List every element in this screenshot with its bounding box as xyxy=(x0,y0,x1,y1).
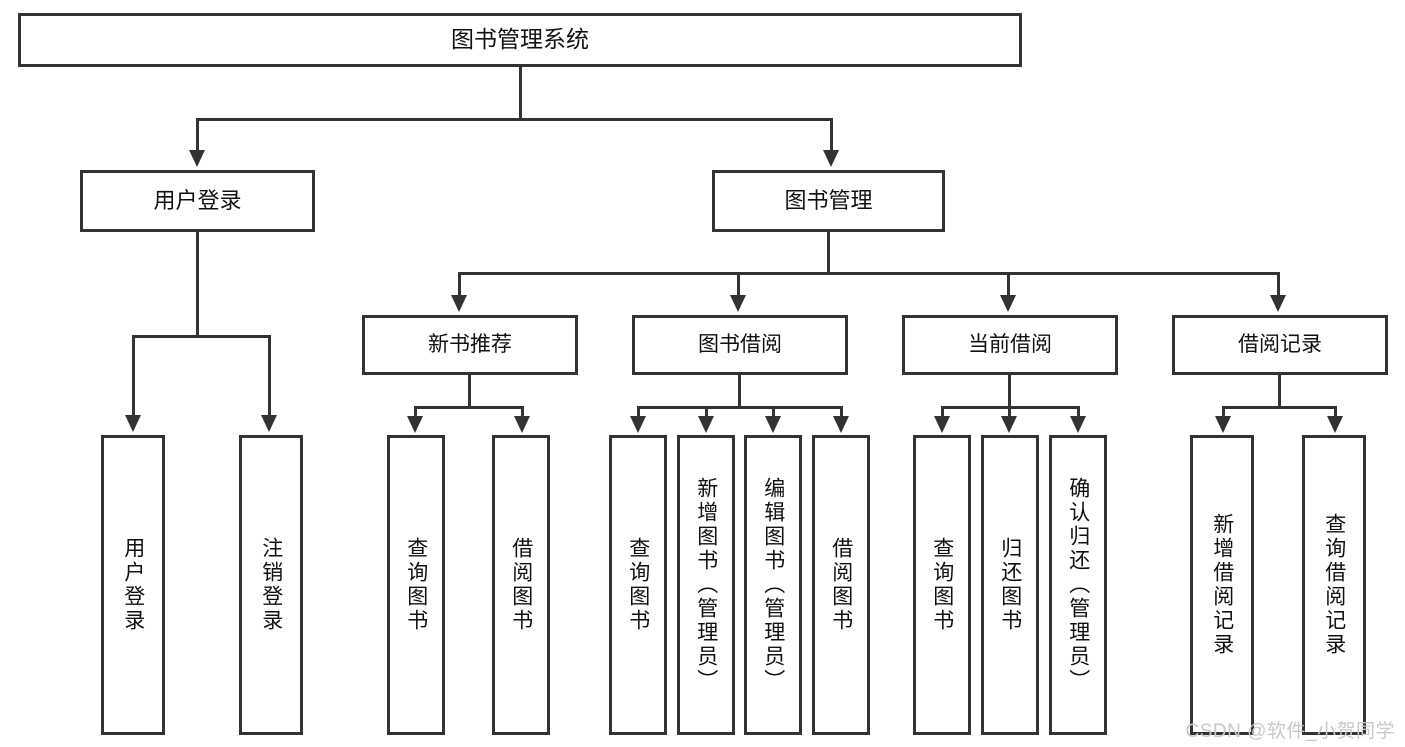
arrow-icon-current-borrow-to-return xyxy=(1001,416,1017,433)
leaf-query-borrow-record-label: 查询借阅记录 xyxy=(1322,513,1346,657)
arrow-icon-root-to-book-manage xyxy=(823,150,839,167)
arrow-icon-book-borrow-to-edit xyxy=(765,416,781,433)
connector-book-manage-to-new-book-rec xyxy=(458,272,461,298)
leaf-query-book-current-label: 查询图书 xyxy=(930,537,954,633)
node-book-management[interactable]: 图书管理 xyxy=(712,170,945,232)
leaf-query-borrow-record[interactable]: 查询借阅记录 xyxy=(1302,435,1366,735)
leaf-return-book-label: 归还图书 xyxy=(998,537,1022,633)
connector-root-to-user-login xyxy=(196,118,199,153)
connector-user-login-to-leaf-logout xyxy=(268,335,271,418)
connector-book-borrow-to-edit xyxy=(772,406,775,420)
connector-new-book-rec-to-query xyxy=(414,406,417,420)
connector-root-stem xyxy=(519,67,522,118)
arrow-icon-root-to-user-login xyxy=(189,150,205,167)
node-new-book-recommendation[interactable]: 新书推荐 xyxy=(362,315,578,375)
arrow-icon-book-manage-to-book-borrow xyxy=(730,295,746,312)
node-user-login[interactable]: 用户登录 xyxy=(80,170,315,232)
connector-current-borrow-to-query xyxy=(941,406,944,420)
leaf-user-logout-label: 注销登录 xyxy=(259,537,283,633)
connector-user-login-stem xyxy=(196,232,199,335)
connector-book-manage-to-borrow-record xyxy=(1277,272,1280,298)
arrow-icon-current-borrow-to-confirm xyxy=(1070,416,1086,433)
connector-user-login-bar xyxy=(132,335,271,338)
connector-borrow-record-to-query xyxy=(1334,406,1337,420)
arrow-icon-new-book-rec-to-borrow xyxy=(514,416,530,433)
connector-new-book-rec-stem xyxy=(468,375,471,408)
arrow-icon-borrow-record-to-add xyxy=(1215,416,1231,433)
connector-user-login-to-leaf-login xyxy=(132,335,135,418)
arrow-icon-book-borrow-to-borrow xyxy=(833,416,849,433)
arrow-icon-book-borrow-to-add xyxy=(698,416,714,433)
connector-book-borrow-stem xyxy=(738,375,741,408)
leaf-query-book-new-rec[interactable]: 查询图书 xyxy=(387,435,445,735)
node-current-borrowing[interactable]: 当前借阅 xyxy=(902,315,1118,375)
arrow-icon-user-login-to-leaf-login xyxy=(125,415,141,432)
leaf-confirm-return-admin[interactable]: 确认归还（管理员） xyxy=(1049,435,1107,735)
connector-book-manage-to-book-borrow xyxy=(737,272,740,298)
arrow-icon-book-borrow-to-query xyxy=(630,416,646,433)
leaf-query-book-current[interactable]: 查询图书 xyxy=(913,435,971,735)
leaf-query-book-borrow-label: 查询图书 xyxy=(626,537,650,633)
leaf-borrow-book-borrow[interactable]: 借阅图书 xyxy=(812,435,870,735)
leaf-add-book-admin-label: 新增图书（管理员） xyxy=(694,477,718,693)
connector-root-to-book-manage xyxy=(830,118,833,153)
connector-new-book-rec-bar xyxy=(414,406,524,409)
arrow-icon-current-borrow-to-query xyxy=(934,416,950,433)
connector-borrow-record-stem xyxy=(1278,375,1281,408)
leaf-borrow-book-borrow-label: 借阅图书 xyxy=(829,537,853,633)
leaf-borrow-book-new-rec[interactable]: 借阅图书 xyxy=(492,435,550,735)
connector-book-manage-to-current-borrow xyxy=(1007,272,1010,298)
connector-current-borrow-to-confirm xyxy=(1077,406,1080,420)
leaf-borrow-book-new-rec-label: 借阅图书 xyxy=(509,537,533,633)
leaf-user-logout[interactable]: 注销登录 xyxy=(239,435,303,735)
connector-borrow-record-bar xyxy=(1222,406,1337,409)
connector-current-borrow-to-return xyxy=(1008,406,1011,420)
connector-current-borrow-stem xyxy=(1008,375,1011,408)
arrow-icon-book-manage-to-current-borrow xyxy=(1000,295,1016,312)
connector-root-bar xyxy=(196,118,833,121)
leaf-add-borrow-record-label: 新增借阅记录 xyxy=(1210,513,1234,657)
arrow-icon-new-book-rec-to-query xyxy=(407,416,423,433)
leaf-query-book-new-rec-label: 查询图书 xyxy=(404,537,428,633)
arrow-icon-book-manage-to-borrow-record xyxy=(1270,295,1286,312)
leaf-add-borrow-record[interactable]: 新增借阅记录 xyxy=(1190,435,1254,735)
connector-new-book-rec-to-borrow xyxy=(521,406,524,420)
leaf-user-login[interactable]: 用户登录 xyxy=(101,435,165,735)
connector-book-borrow-to-add xyxy=(705,406,708,420)
leaf-return-book[interactable]: 归还图书 xyxy=(981,435,1039,735)
node-book-borrowing[interactable]: 图书借阅 xyxy=(632,315,848,375)
leaf-confirm-return-admin-label: 确认归还（管理员） xyxy=(1066,477,1090,693)
arrow-icon-user-login-to-leaf-logout xyxy=(261,415,277,432)
node-root-book-management-system[interactable]: 图书管理系统 xyxy=(18,13,1022,67)
connector-book-manage-stem xyxy=(827,232,830,275)
connector-book-borrow-to-borrow xyxy=(840,406,843,420)
arrow-icon-book-manage-to-new-book-rec xyxy=(451,295,467,312)
arrow-icon-borrow-record-to-query xyxy=(1327,416,1343,433)
connector-book-borrow-to-query xyxy=(637,406,640,420)
node-borrowing-record[interactable]: 借阅记录 xyxy=(1172,315,1388,375)
leaf-add-book-admin[interactable]: 新增图书（管理员） xyxy=(677,435,735,735)
connector-book-manage-bar xyxy=(458,272,1278,275)
leaf-edit-book-admin-label: 编辑图书（管理员） xyxy=(761,477,785,693)
connector-book-borrow-bar xyxy=(637,406,843,409)
connector-borrow-record-to-add xyxy=(1222,406,1225,420)
leaf-edit-book-admin[interactable]: 编辑图书（管理员） xyxy=(744,435,802,735)
leaf-user-login-label: 用户登录 xyxy=(121,537,145,633)
leaf-query-book-borrow[interactable]: 查询图书 xyxy=(609,435,667,735)
